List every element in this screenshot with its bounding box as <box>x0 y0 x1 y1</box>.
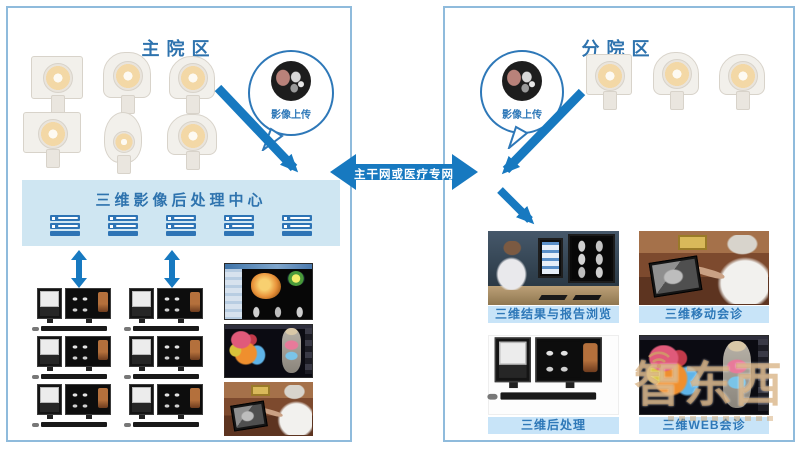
server-icon <box>108 215 138 237</box>
card-label-web: 三维WEB会诊 <box>639 417 769 434</box>
branch-campus-panel: 分院区 影像上传 三维结果与报告浏览 三维移动会诊 三维后处理 <box>443 6 795 442</box>
workstation-icon <box>124 384 208 430</box>
workstation-icon <box>487 337 609 404</box>
network-label: 主干网或医疗专网 <box>354 169 454 181</box>
processing-center-box: 三维影像后处理中心 <box>22 180 340 246</box>
server-row <box>50 215 312 237</box>
photo-results-browsing <box>488 231 619 305</box>
screenshot-3d-software <box>224 263 313 320</box>
workstation-icon <box>124 288 208 334</box>
ct-scanner-icon <box>583 52 635 110</box>
workstation-icon <box>32 384 116 430</box>
screenshot-web-consult <box>639 335 769 415</box>
workstation-icon <box>32 336 116 382</box>
bubble-tail-icon <box>507 125 529 149</box>
upload-arrow-icon <box>501 88 586 175</box>
card-label-postprocessing: 三维后处理 <box>488 417 619 434</box>
server-icon <box>50 215 80 237</box>
ct-scanner-icon <box>28 54 86 114</box>
double-arrow-vertical-icon <box>71 250 87 288</box>
photo-clinician-tablet <box>224 382 313 436</box>
ct-scanner-icon <box>650 50 702 110</box>
server-icon <box>166 215 196 237</box>
photo-postprocessing-workstation <box>487 335 619 415</box>
branch-campus-title: 分院区 <box>581 38 657 59</box>
processing-center-title: 三维影像后处理中心 <box>95 192 267 209</box>
server-icon <box>282 215 312 237</box>
upload-bubble-label: 影像上传 <box>502 110 542 121</box>
photo-mobile-consult <box>639 231 769 305</box>
distribute-arrow-icon <box>497 187 535 225</box>
upload-bubble-label: 影像上传 <box>271 110 311 121</box>
mri-scanner-icon <box>20 110 84 168</box>
ct-scanner-icon <box>100 50 154 114</box>
workstation-icon <box>124 336 208 382</box>
screenshot-3d-heart <box>224 324 313 378</box>
ct-scanner-icon <box>164 112 220 170</box>
main-campus-title: 主院区 <box>141 38 217 59</box>
ct-image-thumbnail-icon <box>502 61 542 101</box>
c-arm-scanner-icon <box>96 106 150 174</box>
server-icon <box>224 215 254 237</box>
network-double-arrow-icon <box>330 154 478 190</box>
card-label-results: 三维结果与报告浏览 <box>488 306 619 323</box>
watermark-subtext-blur <box>668 416 778 421</box>
double-arrow-vertical-icon <box>164 250 180 288</box>
main-campus-panel: 主院区 影像上传 三维影像后处理中心 <box>6 6 352 442</box>
ct-image-thumbnail-icon <box>271 61 311 101</box>
workstation-icon <box>32 288 116 334</box>
watermark-text: 智东西 <box>634 359 785 412</box>
watermark: 智东西 <box>634 351 785 421</box>
wifi-icon <box>648 351 670 368</box>
ct-scanner-icon <box>716 52 768 110</box>
ct-scanner-icon <box>166 54 218 114</box>
image-upload-bubble: 影像上传 <box>248 50 334 151</box>
card-label-mobile: 三维移动会诊 <box>639 306 769 323</box>
upload-arrow-icon <box>214 84 299 173</box>
